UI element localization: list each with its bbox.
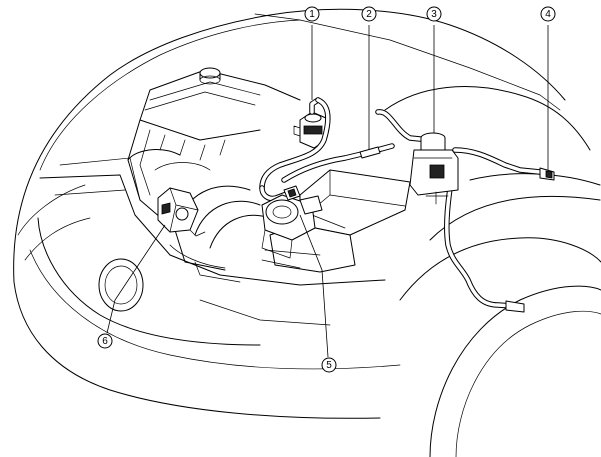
pressure-sensor — [157, 187, 206, 237]
callout-3-label: 3 — [431, 9, 437, 20]
callout-2-label: 2 — [366, 9, 372, 20]
callout-5: 5 — [321, 357, 337, 373]
callout-4: 4 — [540, 6, 556, 22]
leader-lines — [106, 25, 549, 358]
purge-solenoid-valve — [293, 97, 327, 149]
callout-6: 6 — [97, 333, 113, 349]
callout-3: 3 — [426, 6, 442, 22]
evap-hoses — [259, 97, 543, 309]
vent-hose-fitting — [539, 167, 555, 181]
callout-1-label: 1 — [309, 9, 315, 20]
callout-2: 2 — [361, 6, 377, 22]
throttle-body — [261, 185, 323, 259]
lower-hose-fitting — [505, 300, 525, 313]
callout-6-label: 6 — [102, 336, 108, 347]
callout-1: 1 — [304, 6, 320, 22]
callout-4-label: 4 — [545, 9, 551, 20]
callout-5-label: 5 — [326, 360, 332, 371]
engine-block — [127, 67, 301, 283]
charcoal-canister — [409, 132, 459, 205]
